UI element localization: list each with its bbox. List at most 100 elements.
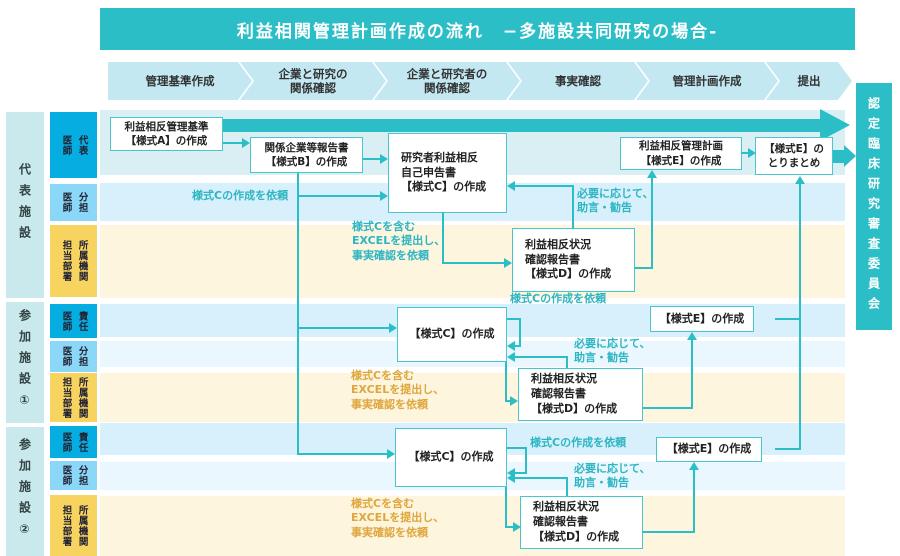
- connector: [363, 158, 382, 160]
- connector: [442, 262, 505, 264]
- arrowhead-icon: [380, 154, 388, 164]
- connector: [514, 477, 568, 479]
- role-sub-doctor-site1: 分担 医師: [50, 341, 97, 372]
- note-excel-submit-site1: 様式Cを含む EXCELを提出し、 事実確認を依頼: [351, 369, 445, 411]
- note-request-form-c-main: 様式Cの作成を依頼: [192, 189, 289, 202]
- arrowhead-icon: [504, 258, 512, 268]
- role-label: 責任 医師: [60, 310, 88, 332]
- arrowhead-icon: [507, 473, 515, 483]
- box-form-d-main: 利益相反状況 確認報告書 【様式D】の作成: [512, 228, 635, 292]
- connector: [514, 185, 574, 187]
- step-chevron-submission: 提出: [766, 62, 852, 100]
- section-label: 代表施設: [17, 163, 32, 247]
- role-lead-doctor: 代表 医師: [50, 112, 97, 178]
- arrowhead-icon: [795, 176, 805, 184]
- section-label: 参加施設①: [17, 309, 32, 416]
- role-label: 代表 医師: [60, 134, 88, 156]
- arrowhead-icon: [387, 449, 395, 459]
- connector: [297, 327, 390, 329]
- box-form-e-site2: 【様式E】の作成: [656, 437, 762, 462]
- arrowhead-icon: [689, 462, 699, 470]
- box-form-a: 利益相反管理基準 【様式A】の作成: [110, 117, 223, 151]
- box-form-e-main: 利益相反管理計画 【様式E】の作成: [620, 137, 742, 170]
- main-flow-arrowhead-icon: [820, 109, 850, 141]
- connector: [566, 478, 568, 496]
- connector: [505, 487, 507, 528]
- connector: [507, 447, 527, 449]
- step-chevron-fact-check: 事実確認: [508, 62, 648, 100]
- connector: [514, 345, 521, 347]
- note-excel-submit-main: 様式Cを含む EXCELを提出し、 事実確認を依頼: [352, 220, 446, 262]
- arrowhead-icon: [647, 170, 657, 178]
- role-institution-dept-site2: 所属機関 担当部署: [50, 495, 97, 556]
- band-institution-row: [100, 225, 845, 298]
- arrowhead-icon: [748, 148, 756, 158]
- main-flow-thick-arrow: [223, 119, 824, 132]
- role-sub-doctor-site2: 分担 医師: [50, 461, 97, 490]
- connector: [572, 186, 574, 228]
- connector: [643, 407, 693, 409]
- connector: [775, 318, 801, 320]
- role-chief-doctor-site2: 責任 医師: [50, 426, 97, 458]
- box-form-c-main: 研究者利益相反 自己申告書 【様式C】の作成: [388, 133, 507, 213]
- connector: [505, 526, 513, 528]
- connector: [505, 362, 507, 402]
- arrowhead-icon: [513, 522, 521, 532]
- note-request-form-c-site1: 様式Cの作成を依頼: [510, 292, 607, 305]
- arrowhead-icon: [687, 332, 697, 340]
- arrowhead-icon: [507, 352, 515, 362]
- note-advice-site2: 必要に応じて、 助言・勧告: [574, 462, 651, 490]
- connector: [799, 184, 801, 450]
- role-institution-dept-site1: 所属機関 担当部署: [50, 373, 97, 422]
- connector: [519, 318, 521, 347]
- committee-label: 認定臨床研究審査委員会: [866, 96, 881, 317]
- role-chief-doctor-site1: 責任 医師: [50, 304, 97, 338]
- connector: [651, 178, 653, 269]
- arrowhead-icon: [507, 341, 515, 351]
- connector: [297, 453, 388, 455]
- box-form-d-site1: 利益相反状況 確認報告書 【様式D】の作成: [518, 368, 643, 421]
- role-label: 分担 医師: [60, 346, 88, 367]
- role-label: 所属機関 担当部署: [60, 504, 88, 547]
- role-label: 分担 医師: [60, 465, 88, 486]
- note-excel-submit-site2: 様式Cを含む EXCELを提出し、 事実確認を依頼: [351, 497, 445, 539]
- role-label: 分担 医師: [60, 192, 88, 213]
- connector: [507, 318, 521, 320]
- box-form-d-site2: 利益相反状況 確認報告書 【様式D】の作成: [520, 496, 643, 549]
- connector: [693, 470, 695, 533]
- role-sub-doctor: 分担 医師: [50, 184, 97, 221]
- connector: [775, 448, 801, 450]
- connector: [643, 531, 695, 533]
- arrowhead-icon: [389, 323, 397, 333]
- connector: [505, 400, 512, 402]
- connector: [566, 357, 568, 373]
- connector: [691, 340, 693, 409]
- page-title: 利益相関管理計画作成の流れ −多施設共同研究の場合-: [100, 8, 855, 50]
- connector: [297, 195, 382, 197]
- committee-bar: 認定臨床研究審査委員会: [856, 83, 892, 330]
- connector: [635, 267, 653, 269]
- band-site1-institution-row: [100, 373, 845, 422]
- summary-submit-arrowhead-icon: [844, 145, 856, 167]
- arrowhead-icon: [507, 181, 515, 191]
- connector: [514, 472, 527, 474]
- step-chevron-company-researcher: 企業と研究者の 関係確認: [374, 62, 520, 100]
- connector: [442, 213, 444, 264]
- section-label: 参加施設②: [17, 438, 32, 545]
- arrowhead-icon: [510, 396, 518, 406]
- arrowhead-icon: [380, 191, 388, 201]
- step-chevron-standards: 管理基準作成: [108, 62, 252, 100]
- step-chevron-company-study: 企業と研究の 関係確認: [240, 62, 386, 100]
- step-chevron-plan-creation: 管理計画作成: [636, 62, 778, 100]
- box-form-e-site1: 【様式E】の作成: [650, 306, 754, 332]
- role-label: 責任 医師: [60, 431, 88, 453]
- connector: [742, 152, 750, 154]
- box-form-c-site1: 【様式C】の作成: [397, 307, 507, 362]
- summary-submit-thick-arrow: [833, 150, 844, 163]
- box-form-e-summary: 【様式E】の とりまとめ: [755, 137, 833, 175]
- arrowhead-icon: [242, 138, 250, 148]
- note-advice-site1: 必要に応じて、 助言・勧告: [574, 337, 651, 365]
- role-label: 所属機関 担当部署: [60, 240, 88, 282]
- note-advice-main: 必要に応じて、 助言・勧告: [577, 187, 654, 215]
